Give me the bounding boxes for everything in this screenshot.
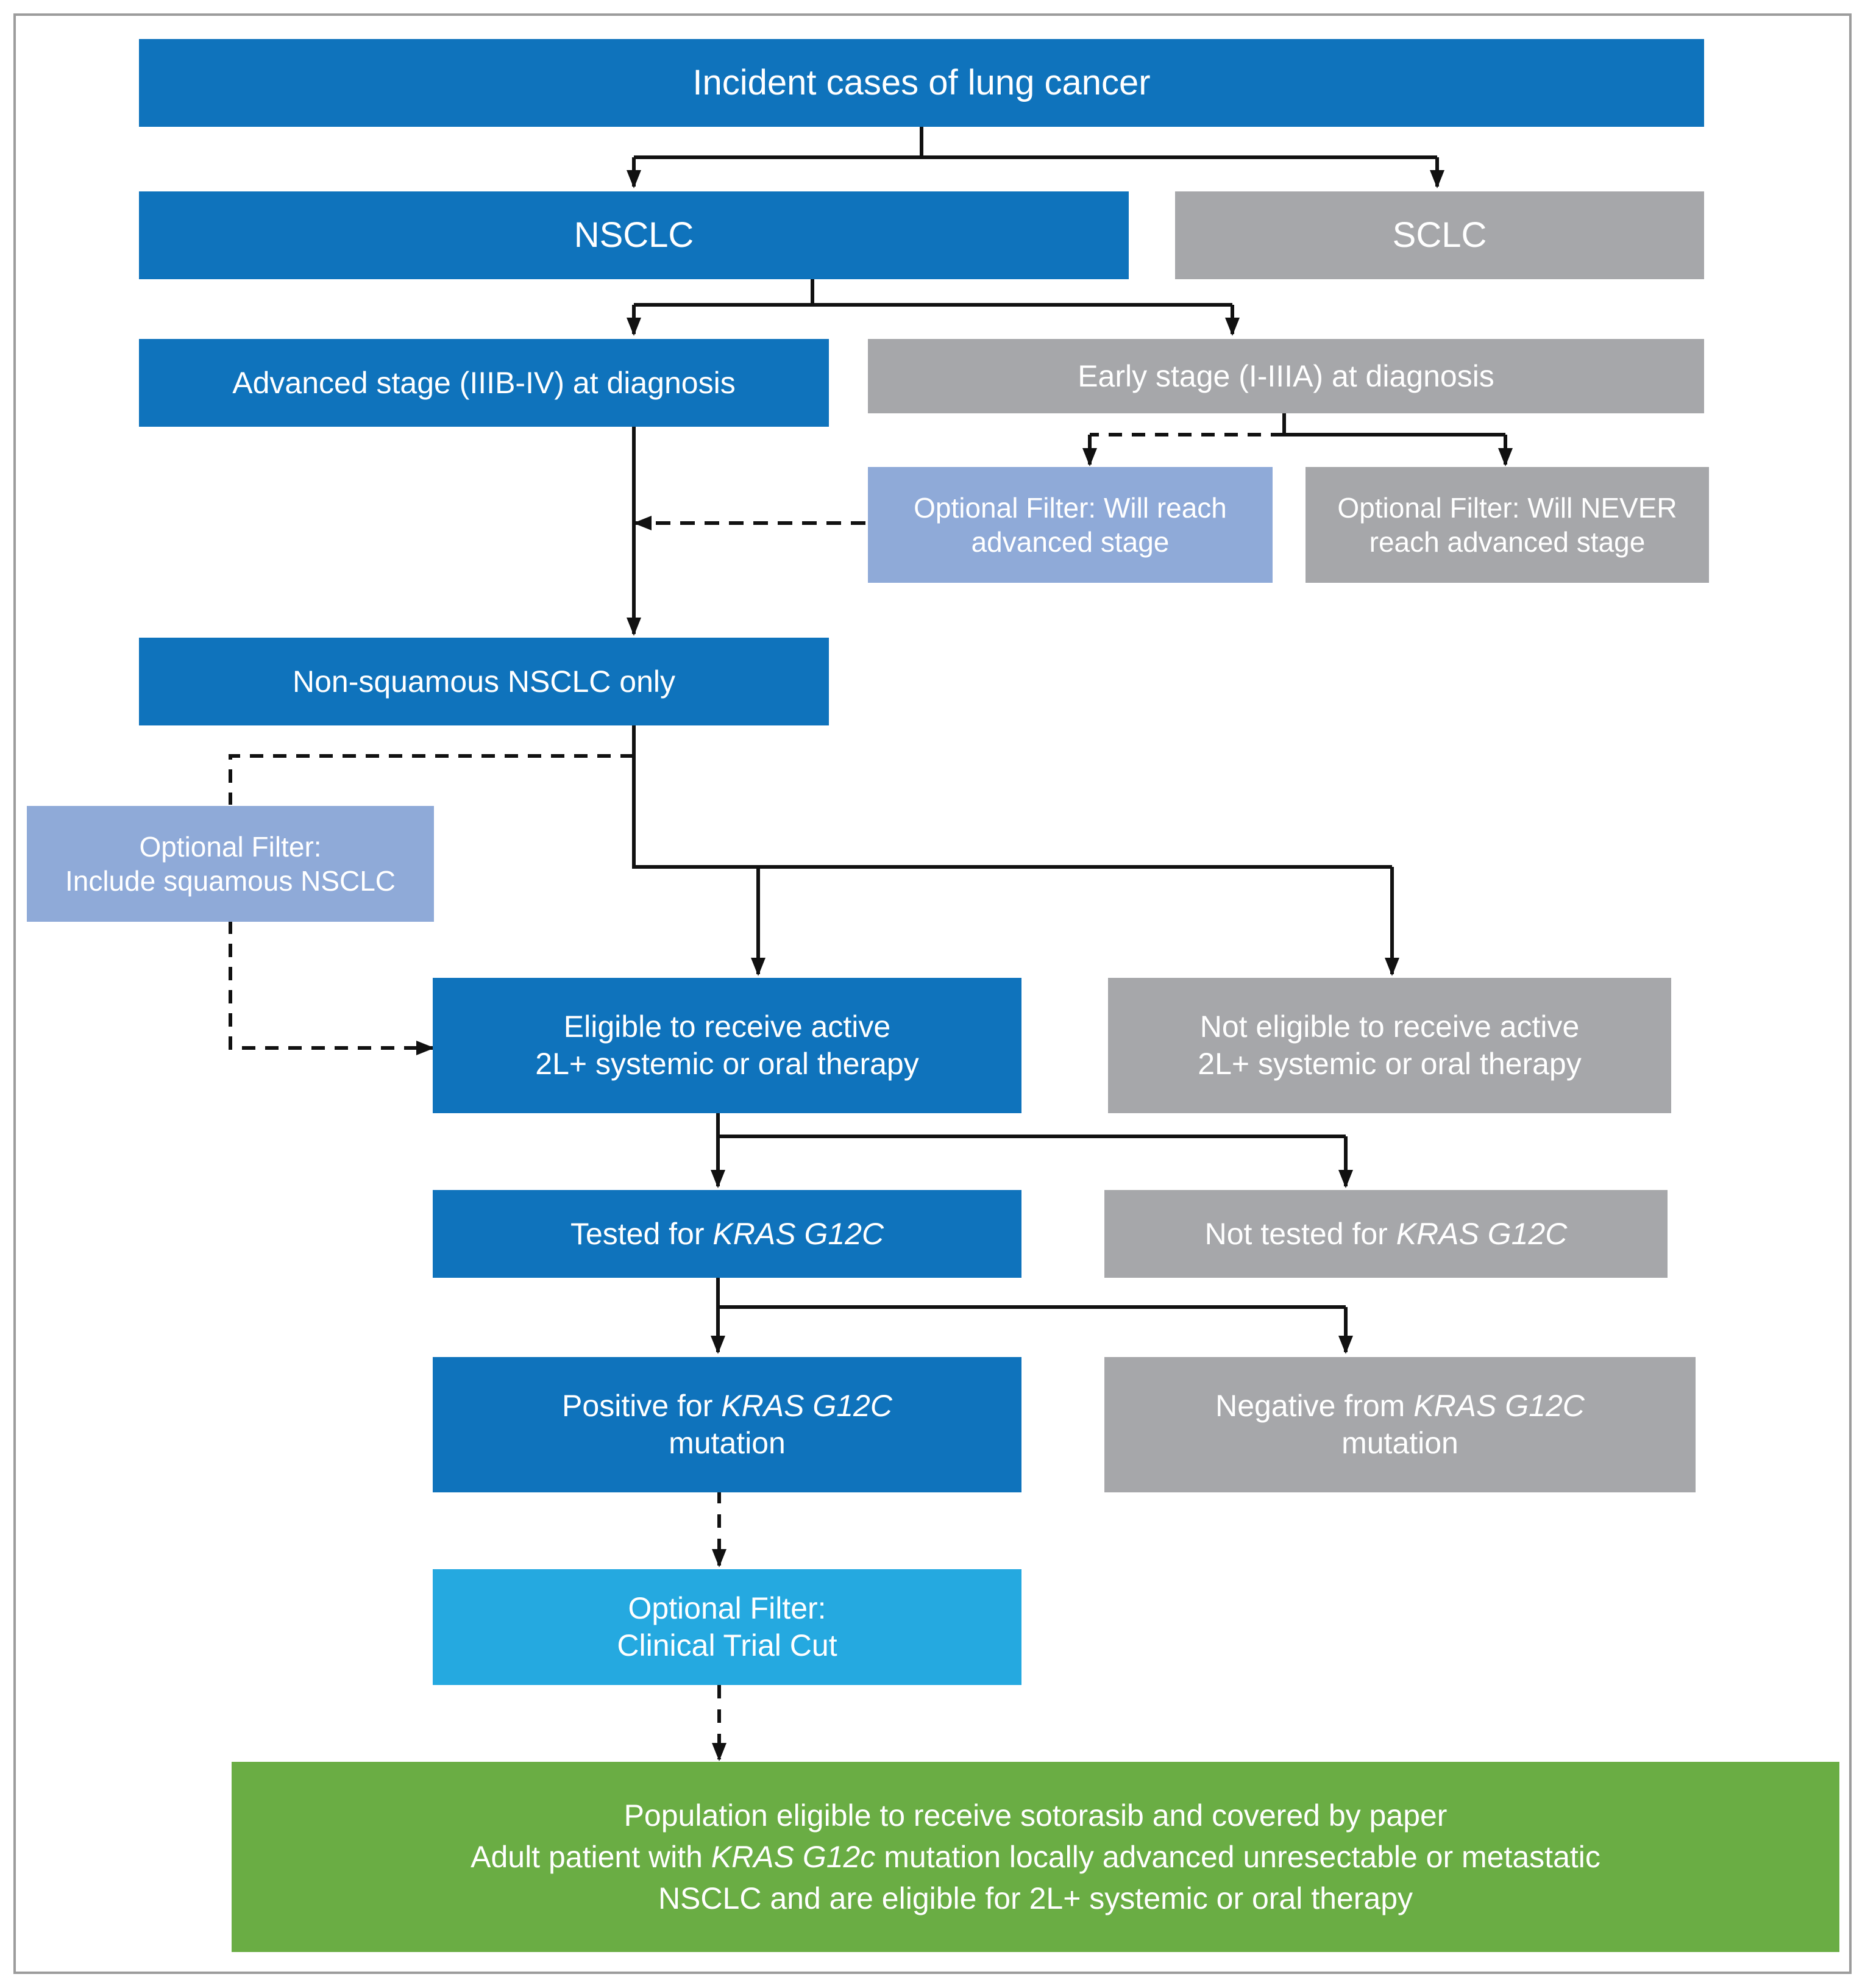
population-line-3: NSCLC and are eligible for 2L+ systemic … <box>658 1881 1413 1915</box>
eligible-line-1: Eligible to receive active <box>563 1010 891 1044</box>
will-reach-line-1: Optional Filter: Will reach <box>914 491 1227 524</box>
node-not-eligible: Not eligible to receive active 2L+ syste… <box>1108 978 1671 1113</box>
not-tested-gene: KRAS G12C <box>1396 1216 1568 1251</box>
node-non-squamous: Non-squamous NSCLC only <box>139 638 829 725</box>
population-line-2-prefix: Adult patient with <box>471 1840 711 1874</box>
node-incident-cases: Incident cases of lung cancer <box>139 39 1704 127</box>
never-reach-line-2: reach advanced stage <box>1369 526 1646 558</box>
population-line-1: Population eligible to receive sotorasib… <box>623 1798 1448 1833</box>
node-optional-trial: Optional Filter: Clinical Trial Cut <box>433 1569 1021 1685</box>
node-nsclc-label: NSCLC <box>574 215 694 255</box>
positive-line-2: mutation <box>669 1426 786 1460</box>
connector-squamous-dashed-top <box>229 754 634 805</box>
connector-incident-split <box>634 127 1437 159</box>
node-positive: Positive for KRAS G12C mutation <box>433 1357 1021 1492</box>
diagram-frame <box>13 13 1852 1974</box>
positive-gene: KRAS G12C <box>721 1389 892 1423</box>
not-tested-prefix: Not tested for <box>1204 1216 1396 1251</box>
eligible-line-2: 2L+ systemic or oral therapy <box>535 1047 919 1081</box>
node-population: Population eligible to receive sotorasib… <box>232 1762 1839 1952</box>
node-advanced-stage: Advanced stage (IIIB-IV) at diagnosis <box>139 339 829 427</box>
node-advanced-label: Advanced stage (IIIB-IV) at diagnosis <box>232 365 736 400</box>
node-sclc: SCLC <box>1175 191 1704 279</box>
connector-nonsq-main <box>632 724 1392 971</box>
will-reach-line-2: advanced stage <box>971 526 1170 558</box>
connector-nsclc-split <box>634 279 1232 307</box>
trial-line-2: Clinical Trial Cut <box>617 1628 837 1662</box>
squamous-line-1: Optional Filter: <box>139 830 322 863</box>
not-eligible-line-1: Not eligible to receive active <box>1199 1010 1580 1044</box>
not-eligible-line-2: 2L+ systemic or oral therapy <box>1198 1047 1582 1081</box>
arrow-squamous-to-eligible <box>229 921 435 1055</box>
connector-eligible-split <box>716 1111 1346 1138</box>
negative-gene: KRAS G12C <box>1413 1389 1585 1423</box>
node-optional-will-reach: Optional Filter: Will reach advanced sta… <box>868 467 1273 583</box>
never-reach-line-1: Optional Filter: Will NEVER <box>1337 491 1677 524</box>
node-sclc-label: SCLC <box>1392 215 1487 255</box>
tested-prefix: Tested for <box>570 1216 713 1251</box>
node-optional-squamous: Optional Filter: Include squamous NSCLC <box>27 806 434 922</box>
node-tested: Tested for KRAS G12C <box>433 1190 1021 1278</box>
squamous-line-2: Include squamous NSCLC <box>65 865 396 897</box>
trial-line-1: Optional Filter: <box>628 1591 826 1625</box>
node-eligible: Eligible to receive active 2L+ systemic … <box>433 978 1021 1113</box>
node-non-squamous-label: Non-squamous NSCLC only <box>292 664 676 699</box>
node-negative: Negative from KRAS G12C mutation <box>1104 1357 1696 1492</box>
connector-early-split <box>1282 413 1505 436</box>
positive-prefix: Positive for <box>562 1389 722 1423</box>
population-line-2-suffix: mutation locally advanced unresectable o… <box>875 1840 1600 1874</box>
negative-prefix: Negative from <box>1215 1389 1414 1423</box>
tested-gene: KRAS G12C <box>712 1216 884 1251</box>
negative-line-2: mutation <box>1341 1426 1458 1460</box>
node-not-tested: Not tested for KRAS G12C <box>1104 1190 1668 1278</box>
node-early-label: Early stage (I-IIIA) at diagnosis <box>1078 358 1494 393</box>
node-incident-label: Incident cases of lung cancer <box>692 62 1151 102</box>
node-optional-never-reach: Optional Filter: Will NEVER reach advanc… <box>1306 467 1709 583</box>
node-early-stage: Early stage (I-IIIA) at diagnosis <box>868 339 1704 413</box>
population-gene: KRAS G12c <box>711 1840 876 1874</box>
connector-tested-split <box>716 1277 1346 1309</box>
node-nsclc: NSCLC <box>139 191 1129 279</box>
